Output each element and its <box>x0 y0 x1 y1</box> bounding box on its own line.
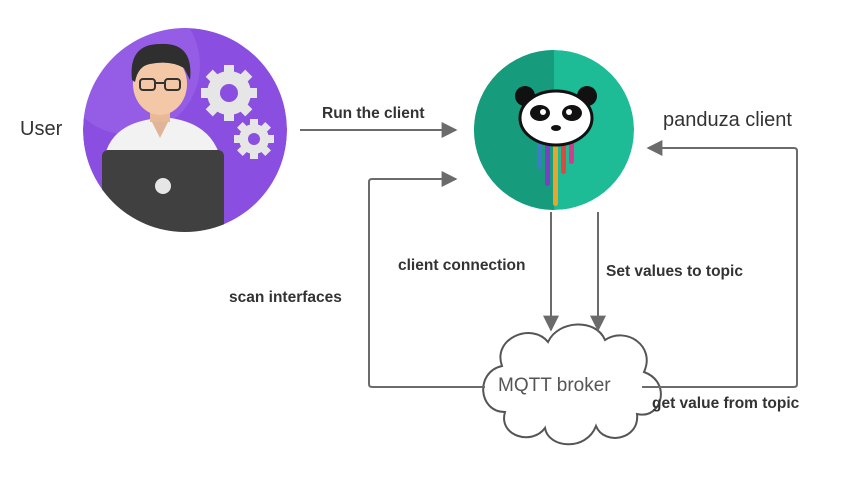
user-label: User <box>20 118 63 140</box>
connectors <box>300 122 798 388</box>
edge-label-client-connection: client connection <box>398 257 525 274</box>
user-at-laptop-icon <box>83 28 287 232</box>
client-label: panduza client <box>663 109 792 131</box>
edge-label-set-values: Set values to topic <box>606 263 743 280</box>
edge-label-run-client: Run the client <box>322 105 424 122</box>
edge-get-value <box>642 140 798 388</box>
broker-label: MQTT broker <box>498 375 611 396</box>
broker-node: MQTT broker <box>482 323 662 446</box>
client-node: panduza client <box>474 50 792 210</box>
edge-scan-interfaces <box>368 171 485 388</box>
user-node: User <box>20 28 287 232</box>
panduza-panda-logo <box>474 50 634 210</box>
edge-label-get-value: get value from topic <box>652 395 800 412</box>
cloud-icon <box>482 323 662 446</box>
edge-label-scan-interfaces: scan interfaces <box>229 289 342 306</box>
